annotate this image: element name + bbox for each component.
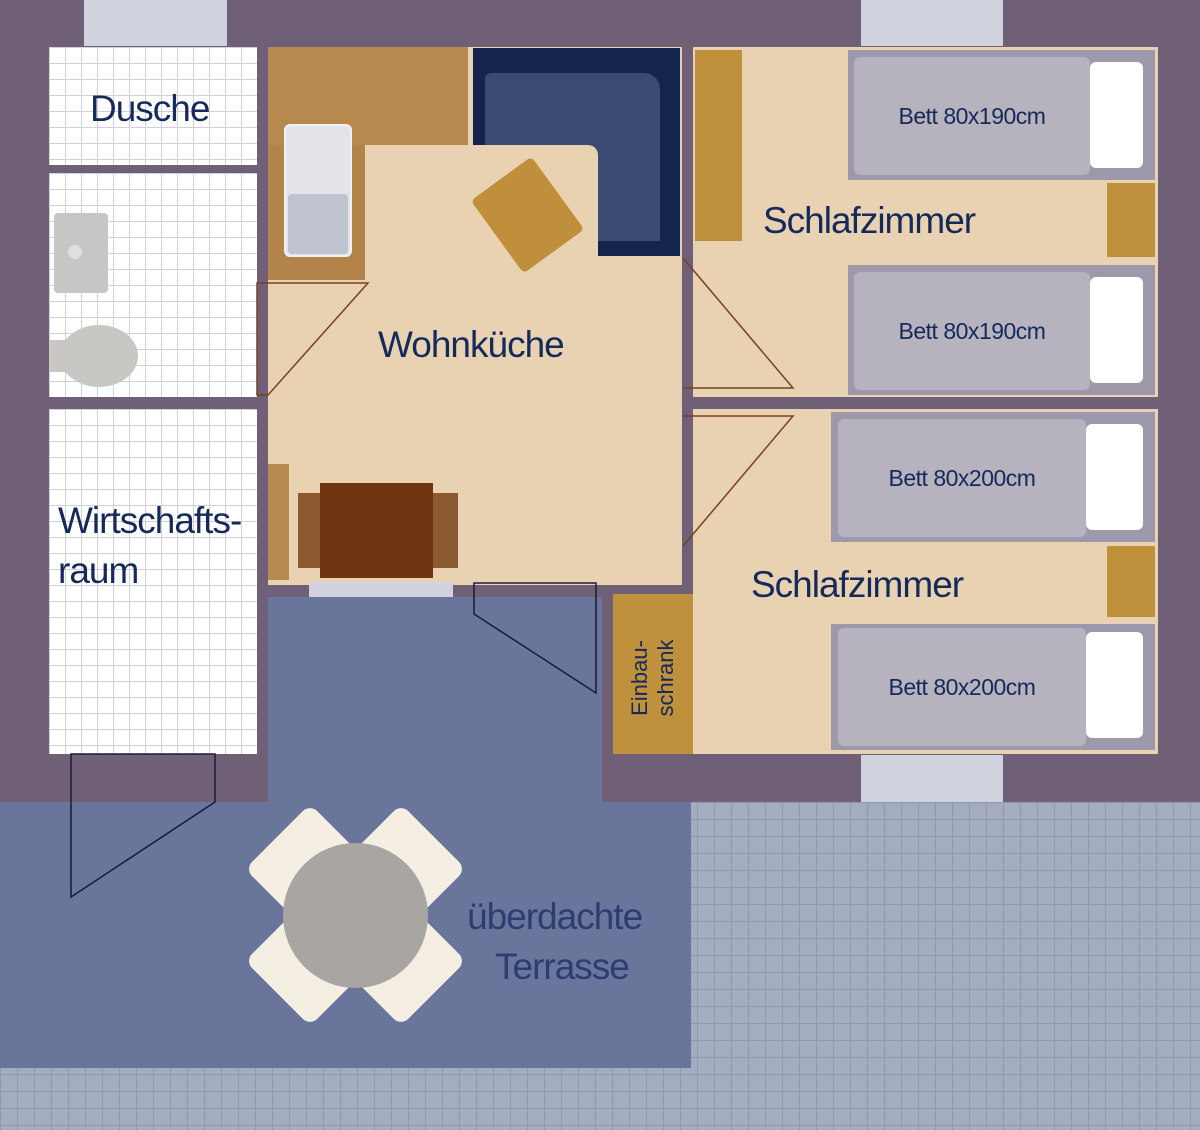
- bed: Bett 80x200cm: [831, 624, 1155, 750]
- pillow: [1086, 632, 1143, 738]
- utility-label-2: raum: [58, 550, 139, 591]
- door-swing: [682, 415, 795, 547]
- window: [84, 0, 227, 46]
- sideboard: [268, 464, 289, 580]
- utility-room: [49, 409, 257, 754]
- shower-room: [49, 47, 257, 165]
- nightstand: [1107, 183, 1155, 257]
- terrace-label-2: Terrasse: [495, 946, 630, 987]
- door-swing: [473, 582, 597, 695]
- pillow: [1090, 62, 1143, 168]
- door-swing: [256, 282, 370, 396]
- terrace-entry: [268, 597, 602, 803]
- bed: Bett 80x190cm: [848, 265, 1155, 395]
- window: [861, 755, 1003, 802]
- toilet-tank-icon: [49, 340, 65, 372]
- bedroom-1-label: Schlafzimmer: [763, 200, 976, 241]
- kitchen-living-label: Wohnküche: [378, 324, 565, 365]
- nightstand: [1107, 546, 1155, 617]
- bed-label: Bett 80x200cm: [838, 628, 1086, 746]
- washbasin-icon: [54, 213, 108, 293]
- bedroom-2-label: Schlafzimmer: [751, 564, 964, 605]
- bed: Bett 80x190cm: [848, 50, 1155, 180]
- wardrobe: [695, 50, 742, 241]
- bed-label: Bett 80x190cm: [854, 272, 1090, 390]
- bed-label: Bett 80x200cm: [838, 419, 1086, 537]
- sink-icon: [284, 124, 352, 257]
- dining-table: [320, 483, 433, 578]
- built-in-wardrobe: [613, 594, 693, 754]
- utility-label-1: Wirtschafts-: [58, 500, 242, 541]
- bed-label: Bett 80x190cm: [854, 57, 1090, 175]
- terrace-label-1: überdachte: [467, 896, 643, 937]
- terrace-table: [283, 843, 428, 988]
- pillow: [1090, 277, 1143, 383]
- shower-label: Dusche: [90, 88, 210, 129]
- door-swing: [682, 257, 795, 389]
- door-swing: [70, 753, 216, 899]
- window: [309, 582, 453, 597]
- bed: Bett 80x200cm: [831, 412, 1155, 542]
- window: [861, 0, 1003, 46]
- toilet-icon: [60, 325, 138, 387]
- pillow: [1086, 424, 1143, 530]
